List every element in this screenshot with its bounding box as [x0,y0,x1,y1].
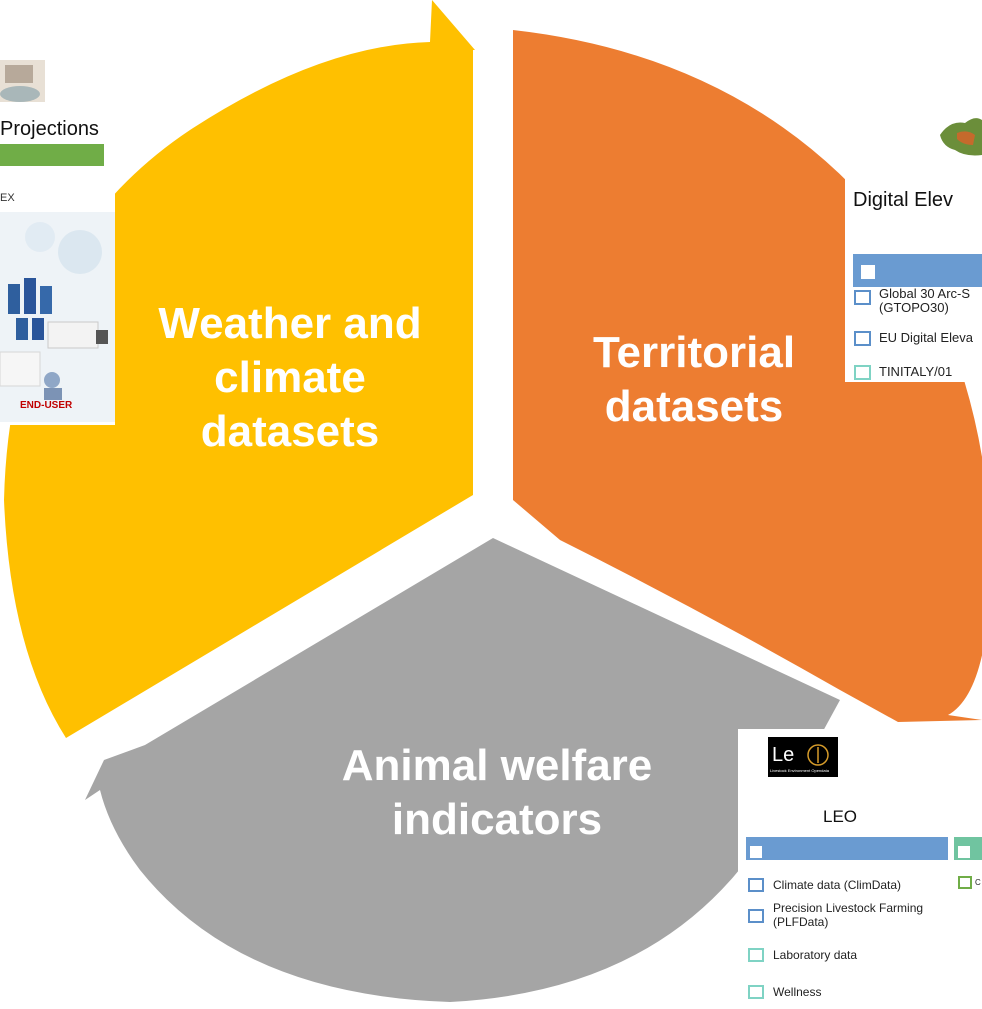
territorial-bar [853,254,982,287]
leo-logo-caption: Livestock Environment Opendata [770,768,829,773]
dataset-item-tinitaly[interactable]: TINITALY/01 [854,365,982,381]
server-illustration [0,60,45,102]
weather-dataset-card: Projections EX END-USER [0,60,115,425]
elevation-map-image [935,105,982,160]
dataset-item-eu-dem[interactable]: EU Digital Eleva [854,331,982,347]
leo-item-laboratory[interactable]: Laboratory data [748,948,948,964]
checkbox-icon[interactable] [748,878,764,892]
territorial-label-line2: datasets [605,382,784,431]
checkbox-icon[interactable] [748,985,764,999]
leo-item-second-column[interactable]: C I [958,876,982,892]
territorial-label-line1: Territorial [593,328,795,377]
weather-label-line3: datasets [201,407,380,456]
end-user-label: END-USER [20,400,73,411]
leo-item-climdata[interactable]: Climate data (ClimData) [748,878,948,894]
weather-segment [4,0,475,738]
svg-text:Le: Le [772,744,794,766]
ex-label: EX [0,192,15,204]
checkbox-icon[interactable] [854,331,871,346]
weather-label-line2: climate [214,353,366,402]
checkbox-icon[interactable] [854,365,871,380]
checkbox-icon[interactable] [748,948,764,962]
checkbox-icon[interactable] [958,876,972,889]
projections-bar [0,144,104,166]
dataset-item-gtopo30[interactable]: Global 30 Arc-S (GTOPO30) [854,287,982,317]
leo-bar-green [954,837,982,860]
leo-title: LEO [823,807,858,826]
weather-label-line1: Weather and [158,299,421,348]
checkbox-icon[interactable] [854,290,871,305]
animal-label-line2: indicators [392,795,602,844]
animal-segment [85,538,840,1002]
territorial-dataset-card: Digital Elev Global 30 Arc-S (GTOPO30) E… [845,95,982,382]
leo-item-plfdata[interactable]: Precision Livestock Farming (PLFData) [748,901,948,931]
checkbox-icon[interactable] [748,909,764,923]
animal-label-line1: Animal welfare [342,741,653,790]
leo-dataset-card: Le Livestock Environment Opendata LEO Cl… [738,729,982,1009]
projections-title: Projections [0,118,99,140]
leo-item-wellness[interactable]: Wellness [748,985,948,1001]
digital-elevation-title: Digital Elev [853,189,954,211]
leo-logo: Le Livestock Environment Opendata [768,737,838,777]
leo-bar-blue [746,837,948,860]
data-infrastructure-image [0,212,115,422]
